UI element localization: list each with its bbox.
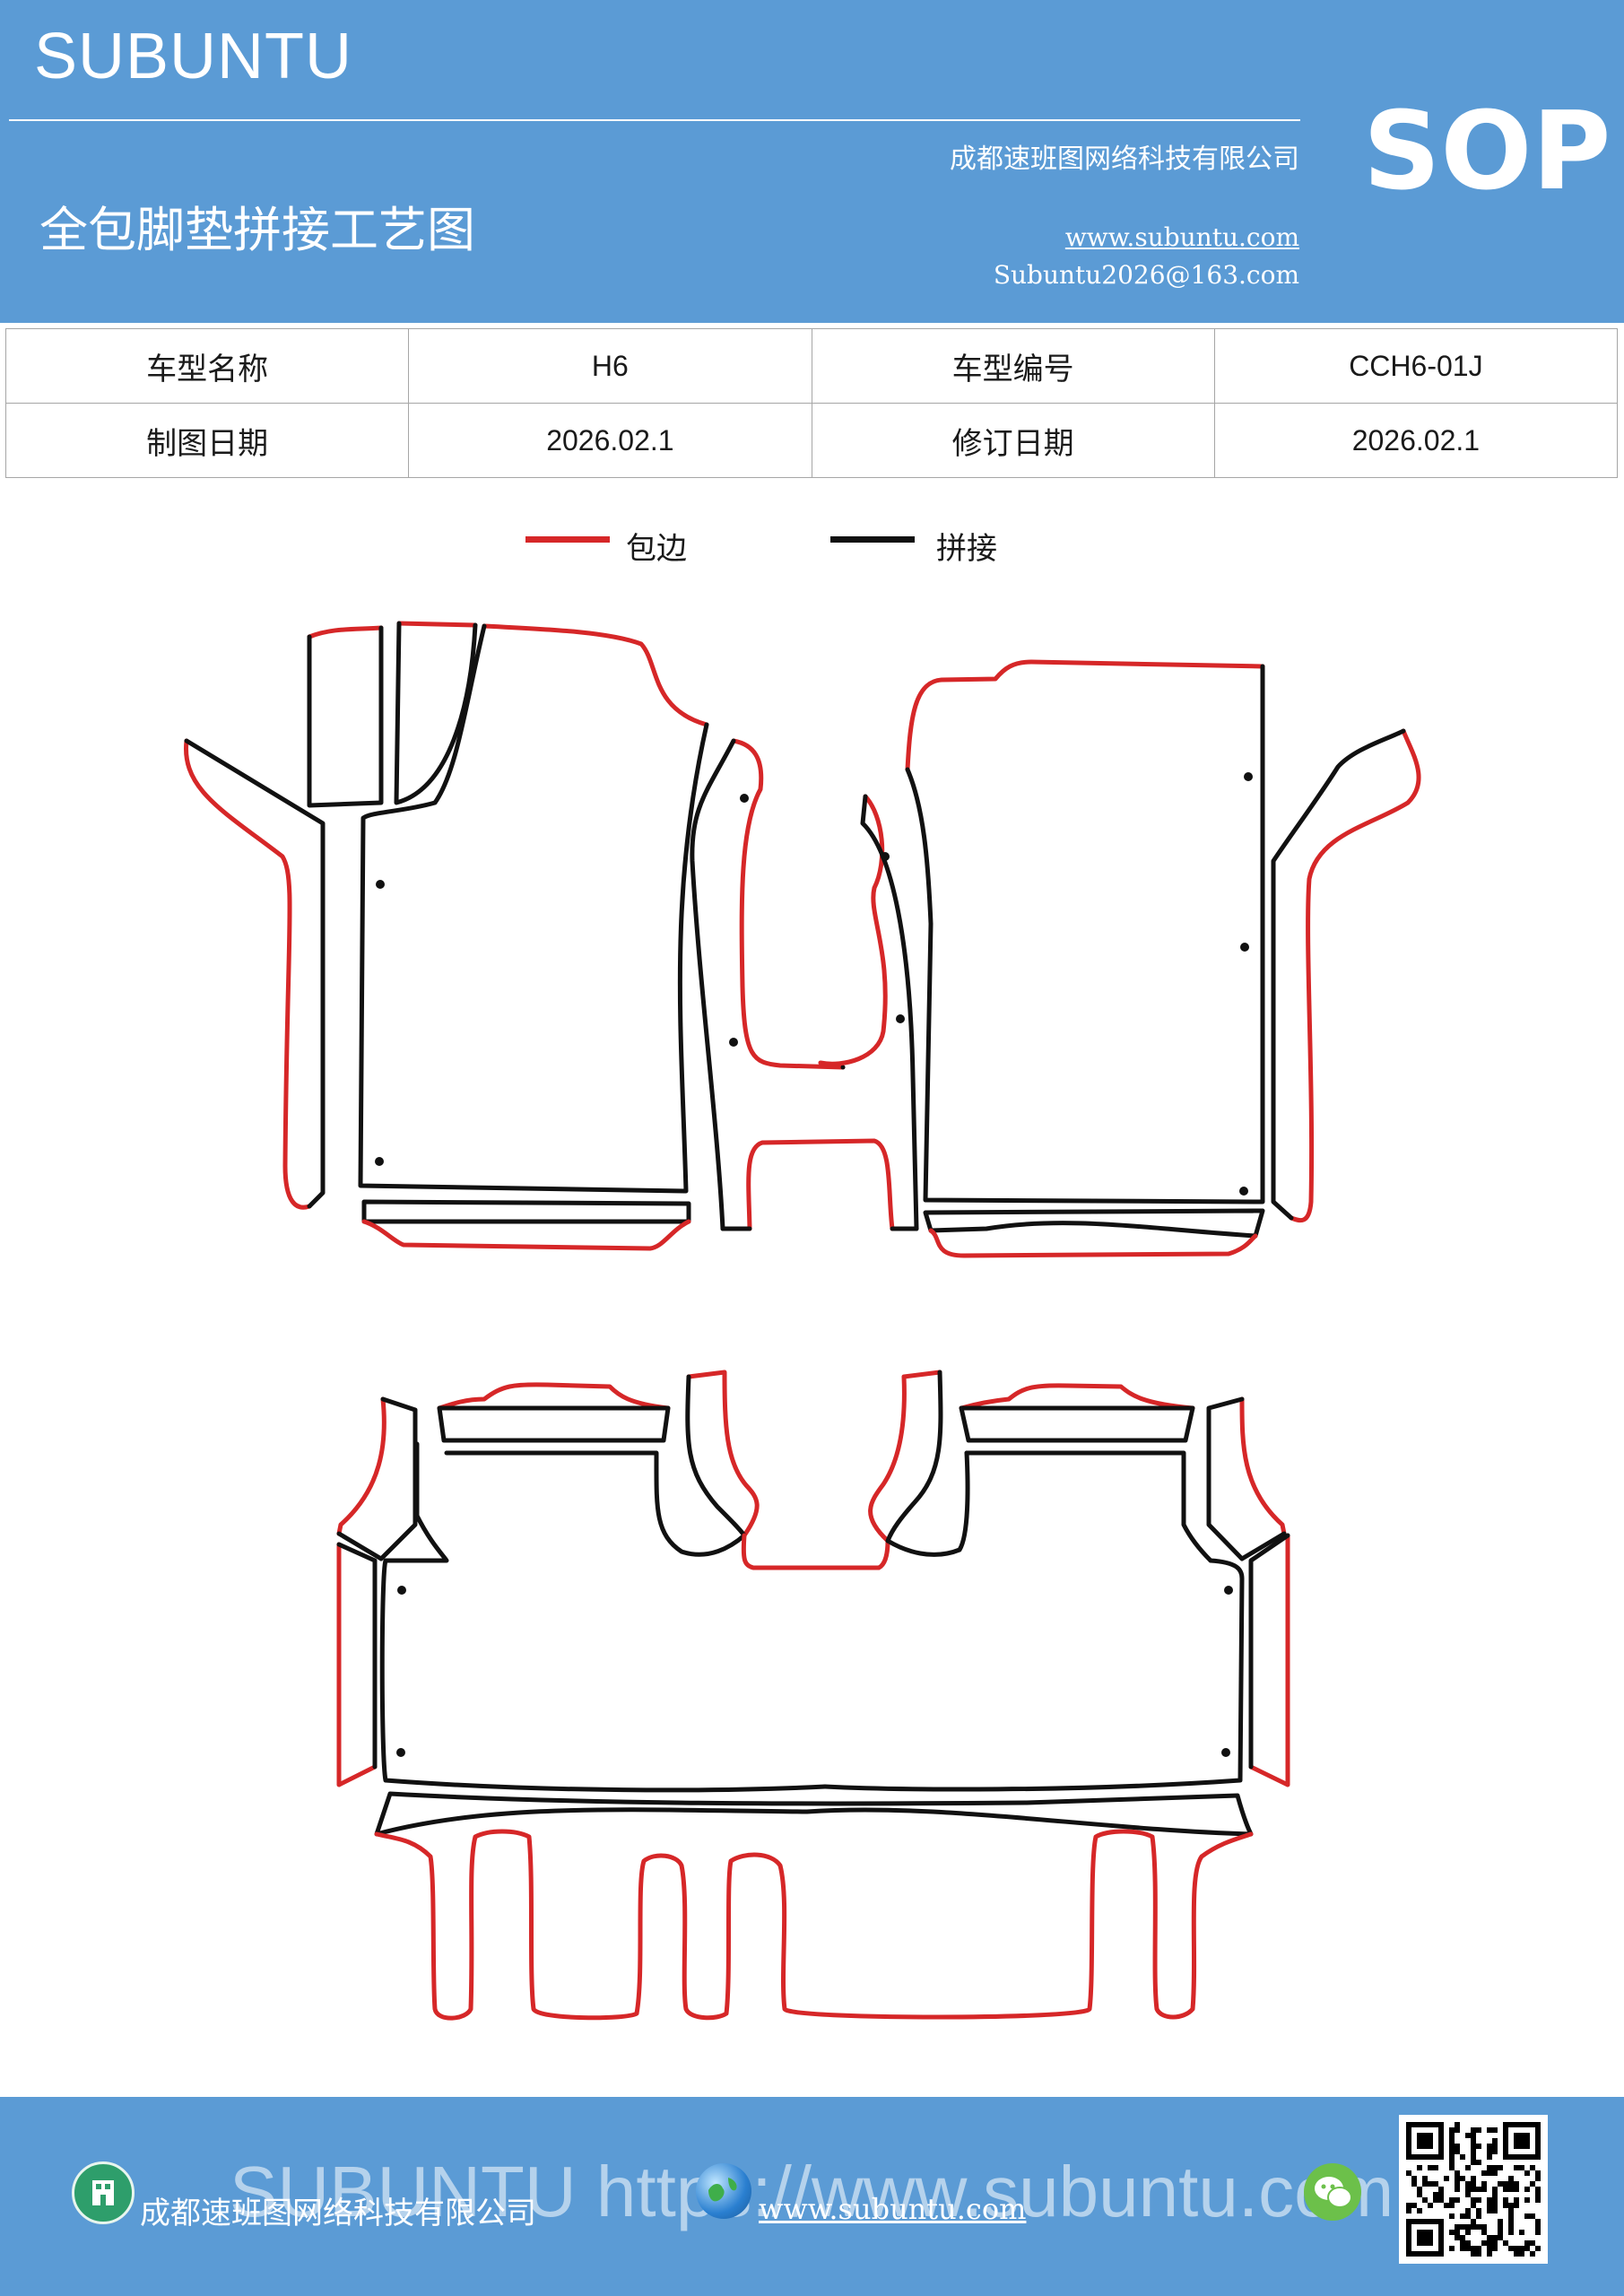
front-left-mat bbox=[184, 621, 846, 1251]
page-title: 全包脚垫拼接工艺图 bbox=[39, 202, 475, 258]
table-row: 车型名称 H6 车型编号 CCH6-01J bbox=[4, 328, 1619, 404]
qr-code bbox=[1399, 2115, 1548, 2264]
legend-label-joining: 拼接 bbox=[936, 531, 997, 567]
wechat-icon bbox=[1304, 2163, 1361, 2221]
website-link[interactable]: www.subuntu.com bbox=[1064, 222, 1299, 252]
legend: 包边 拼接 bbox=[0, 527, 1624, 572]
footer-website-link[interactable]: www.subuntu.com bbox=[759, 2192, 1027, 2226]
legend-label-binding: 包边 bbox=[626, 531, 687, 567]
table-row: 制图日期 2026.02.1 修订日期 2026.02.1 bbox=[4, 403, 1619, 478]
rear-footwell-mat bbox=[374, 1791, 1254, 2021]
legend-swatch-joining bbox=[830, 536, 915, 543]
legend-swatch-binding bbox=[525, 536, 610, 543]
header-banner: SUBUNTU SOP 成都速班图网络科技有限公司 全包脚垫拼接工艺图 www.… bbox=[0, 0, 1624, 323]
front-middle-tunnel bbox=[720, 1138, 919, 1231]
label-model-code: 车型编号 bbox=[811, 328, 1215, 404]
rear-seat-mat bbox=[336, 1370, 1290, 1793]
value-model-code: CCH6-01J bbox=[1213, 328, 1619, 404]
label-revision-date: 修订日期 bbox=[811, 403, 1215, 478]
company-name: 成都速班图网络科技有限公司 bbox=[950, 144, 1299, 175]
contact-email[interactable]: Subuntu2026@163.com bbox=[993, 260, 1299, 290]
footer-company: 成都速班图网络科技有限公司 bbox=[140, 2196, 536, 2231]
footer-watermark: SUBUNTU https://www.subuntu.com bbox=[230, 2152, 1394, 2231]
footer-banner: SUBUNTU https://www.subuntu.com 成都速班图网络科… bbox=[0, 2097, 1624, 2296]
value-model-name: H6 bbox=[408, 328, 812, 404]
sop-badge: SOP bbox=[1363, 90, 1611, 214]
label-model-name: 车型名称 bbox=[4, 328, 410, 404]
value-revision-date: 2026.02.1 bbox=[1213, 403, 1619, 478]
value-draw-date: 2026.02.1 bbox=[408, 403, 812, 478]
brand-name: SUBUNTU bbox=[34, 21, 353, 92]
header-divider bbox=[9, 119, 1300, 121]
building-icon bbox=[72, 2161, 135, 2224]
globe-icon bbox=[696, 2163, 751, 2219]
vehicle-info-table: 车型名称 H6 车型编号 CCH6-01J 制图日期 2026.02.1 修订日… bbox=[4, 328, 1619, 478]
front-right-mat bbox=[818, 659, 1421, 1258]
label-draw-date: 制图日期 bbox=[4, 403, 410, 478]
